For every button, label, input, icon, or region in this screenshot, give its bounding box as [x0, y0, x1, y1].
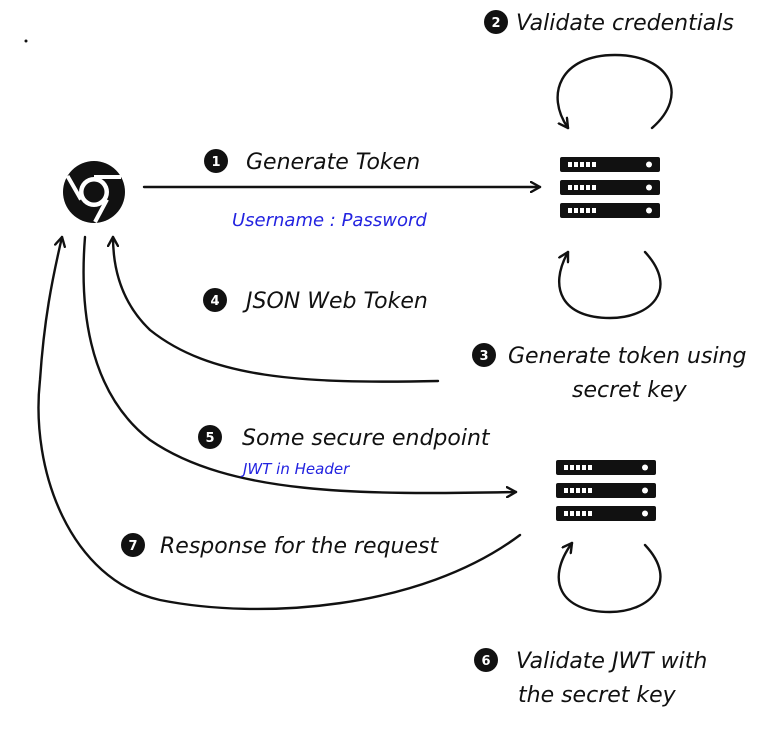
server-rack-icon-2: [556, 460, 656, 521]
chrome-browser-icon: [63, 161, 125, 223]
step-number: 4: [210, 294, 219, 309]
step-7-label: Response for the request: [160, 534, 439, 559]
step-3-label-line1: Generate token using: [508, 344, 747, 369]
step-number: 1: [211, 155, 220, 170]
step-number: 6: [481, 654, 490, 669]
step-2-label: Validate credentials: [516, 11, 734, 36]
loop-validate-jwt: [557, 541, 662, 614]
stray-dot: [24, 39, 28, 43]
step-1-label: Generate Token: [246, 150, 420, 175]
step-1-sublabel: Username : Password: [232, 210, 427, 231]
step-5-secure-endpoint: 5 Some secure endpoint JWT in Header: [198, 425, 491, 478]
step-5-sublabel: JWT in Header: [240, 460, 350, 478]
step-number-badge: [121, 533, 145, 557]
step-number-badge: [204, 149, 228, 173]
step-4-json-web-token: 4 JSON Web Token: [203, 288, 428, 314]
step-2-validate-credentials: 2 Validate credentials: [484, 10, 734, 36]
arrow-json-web-token: [113, 235, 440, 383]
step-6-label-line1: Validate JWT with: [516, 649, 707, 674]
step-4-label: JSON Web Token: [242, 289, 428, 314]
server-rack-icon: [560, 157, 660, 218]
step-number-badge: [198, 425, 222, 449]
step-number: 2: [491, 16, 500, 31]
step-3-generate-token-secret: 3 Generate token using secret key: [472, 343, 747, 403]
step-number: 7: [128, 539, 137, 554]
step-1-generate-token: 1 Generate Token Username : Password: [204, 149, 427, 231]
step-7-response: 7 Response for the request: [121, 533, 439, 559]
step-number: 5: [205, 431, 214, 446]
step-number-badge: [472, 343, 496, 367]
step-6-validate-jwt: 6 Validate JWT with the secret key: [474, 648, 707, 708]
step-6-label-line2: the secret key: [518, 683, 677, 708]
step-number-badge: [484, 10, 508, 34]
step-3-label-line2: secret key: [572, 378, 688, 403]
arrow-secure-endpoint: [82, 235, 518, 493]
step-number-badge: [474, 648, 498, 672]
arrow-response: [37, 235, 522, 611]
step-5-label: Some secure endpoint: [242, 426, 491, 451]
step-number: 3: [479, 349, 488, 364]
loop-validate-credentials: [556, 53, 673, 130]
step-number-badge: [203, 288, 227, 312]
loop-generate-token: [559, 250, 662, 320]
